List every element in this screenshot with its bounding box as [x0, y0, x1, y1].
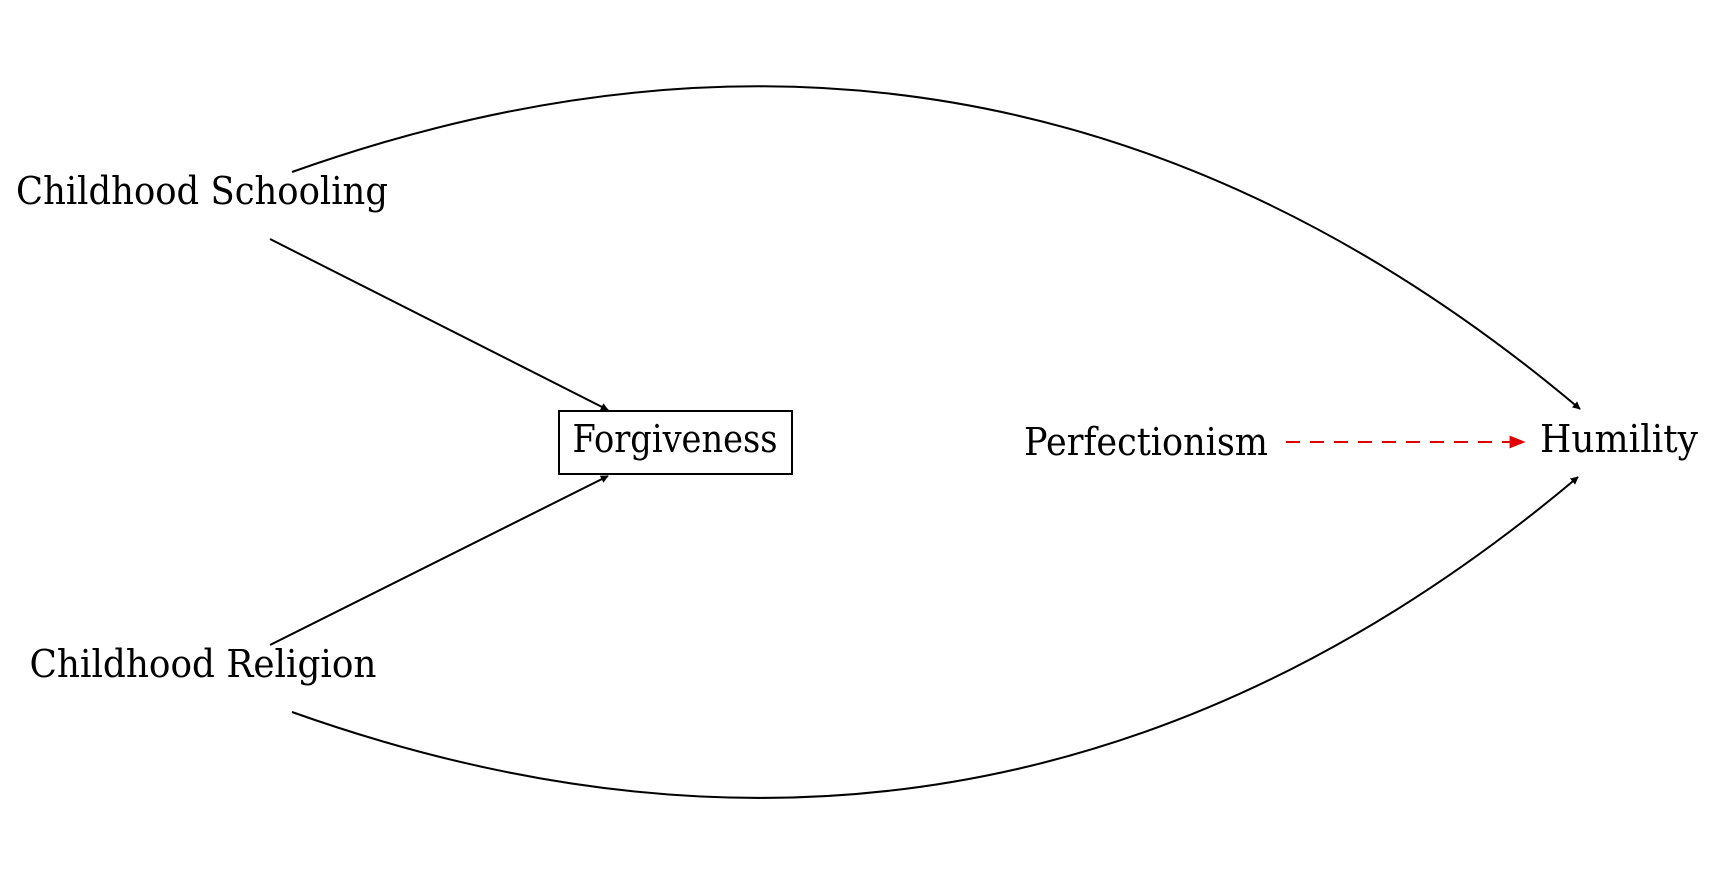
edge-schooling-to-forgiveness — [269, 238, 609, 411]
edge-schooling-to-humility — [291, 85, 1581, 410]
node-forgiveness: Forgiveness — [573, 417, 778, 461]
node-childhood-religion: Childhood Religion — [30, 642, 377, 686]
node-humility: Humility — [1540, 417, 1699, 461]
node-childhood-schooling: Childhood Schooling — [16, 169, 388, 213]
edge-religion-to-forgiveness — [269, 475, 609, 646]
forgiveness-node-box — [558, 410, 793, 475]
edge-religion-to-humility — [291, 476, 1579, 799]
node-perfectionism: Perfectionism — [1024, 420, 1268, 464]
